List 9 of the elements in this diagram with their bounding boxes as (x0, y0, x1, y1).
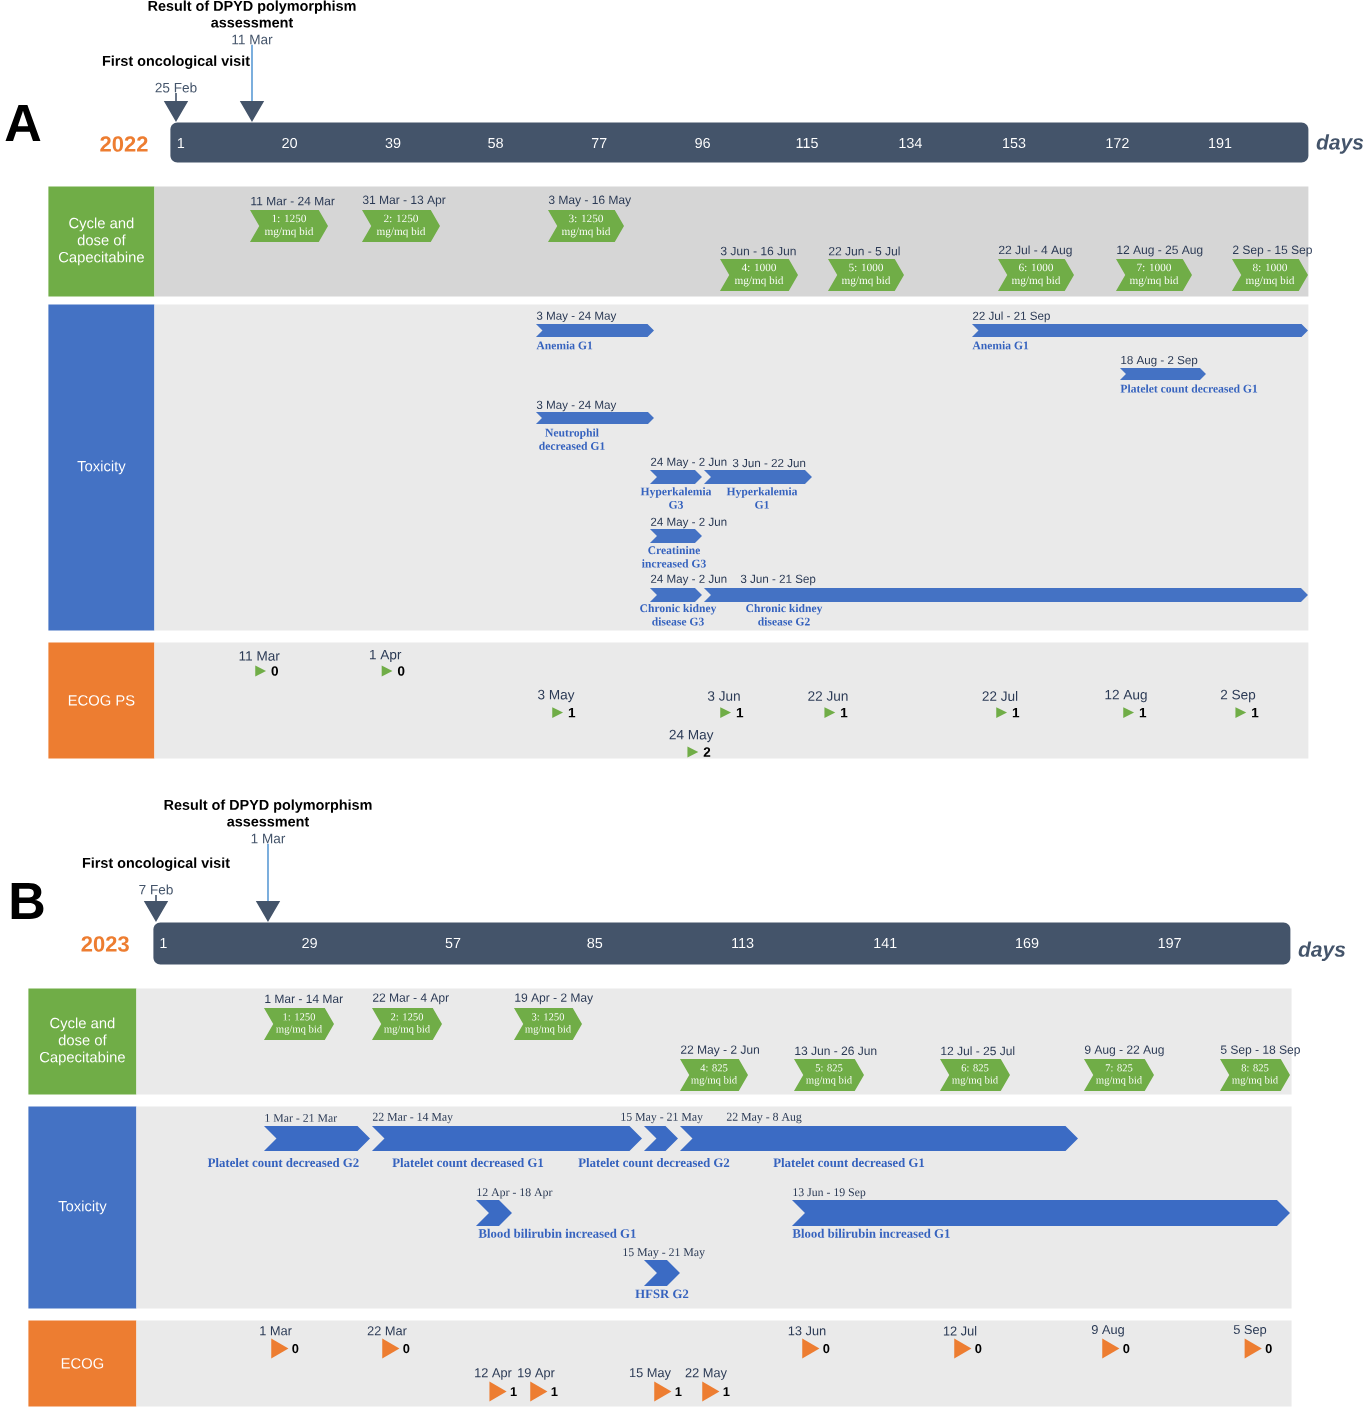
row-band (136, 1320, 1292, 1407)
year-label: 2022 (100, 136, 148, 152)
axis-label: days (1316, 134, 1364, 154)
panel-letter: A (5, 105, 41, 141)
panel-letter: B (11, 883, 44, 919)
row-band (154, 642, 1309, 759)
row-band (154, 304, 1309, 631)
year-label: 2023 (81, 936, 129, 952)
axis-label: days (1298, 941, 1346, 961)
